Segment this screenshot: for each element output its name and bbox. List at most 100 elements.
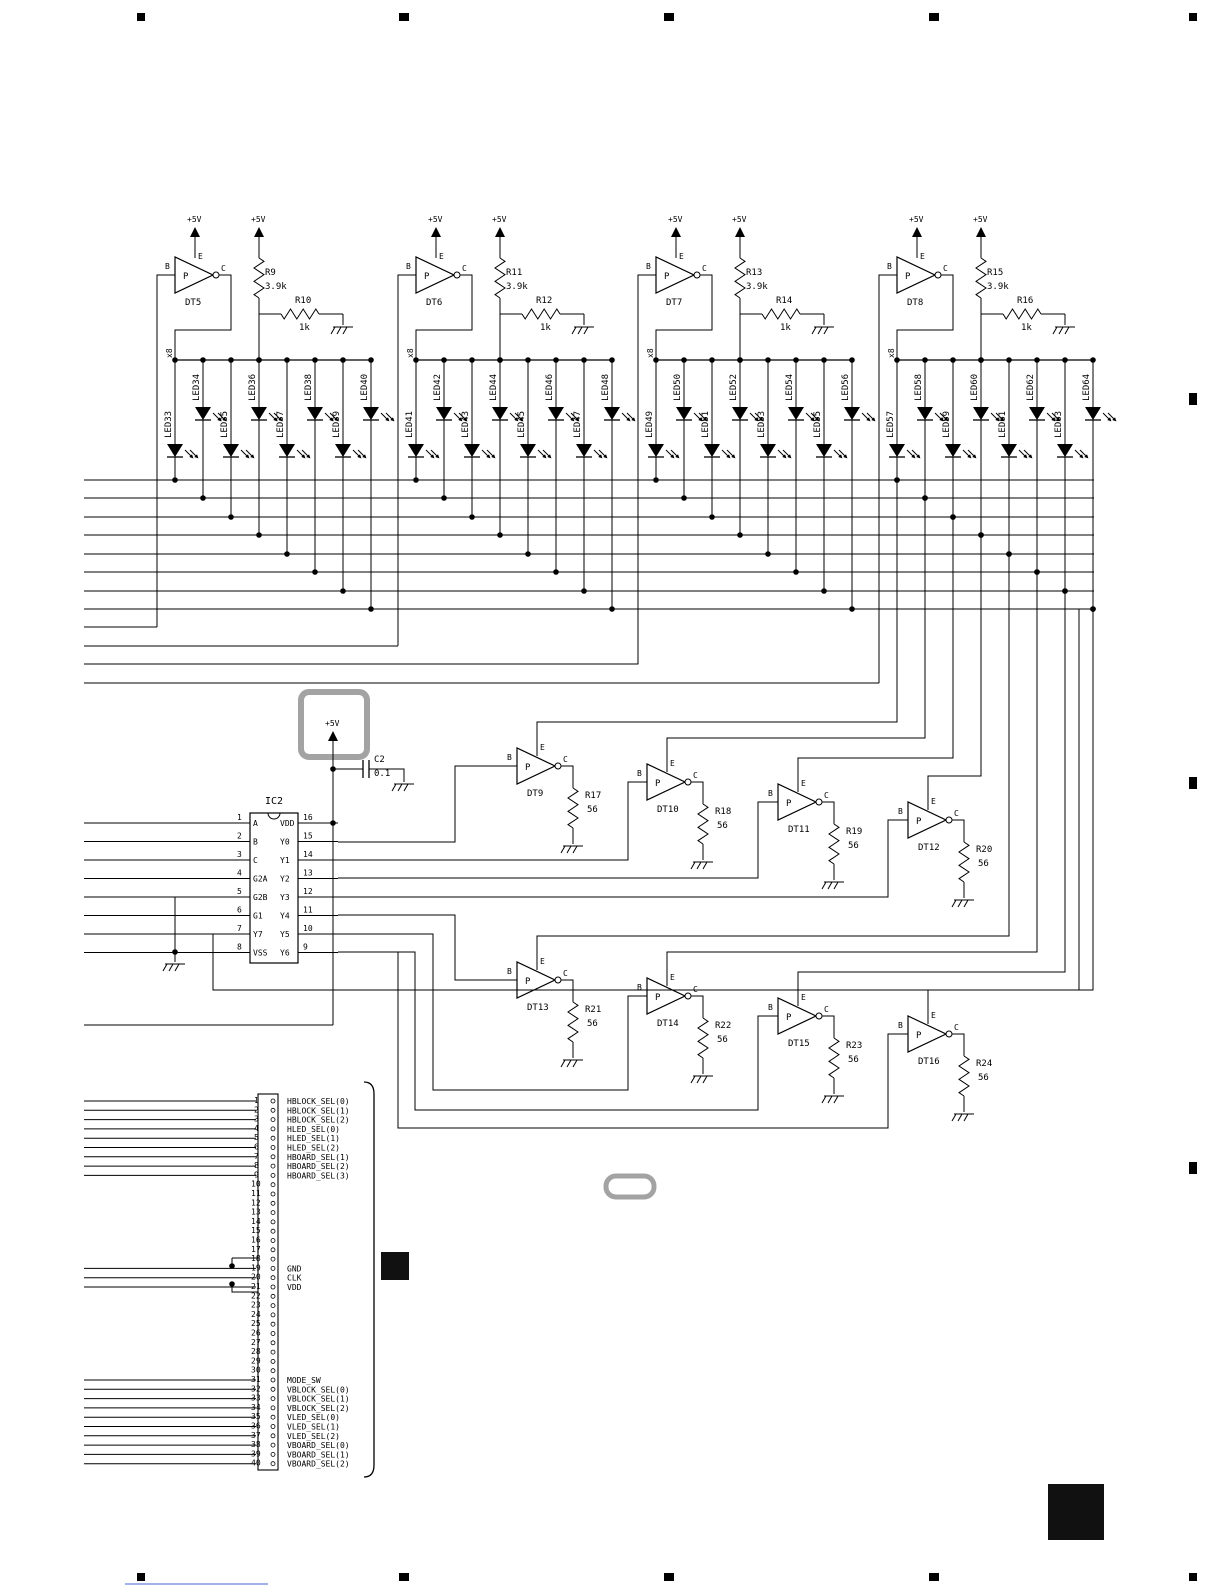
ic-pin-name: Y4	[280, 912, 290, 921]
supply-label: +5V	[187, 215, 202, 224]
transistor-name: DT12	[918, 843, 940, 853]
led: LED42	[433, 374, 468, 426]
connector-pin	[270, 1321, 276, 1327]
pin-emitter: E	[920, 252, 925, 261]
connector-pin	[270, 1107, 276, 1113]
led-label: LED35	[220, 411, 230, 438]
ic-notch	[267, 812, 281, 820]
transistor-name: DT16	[918, 1057, 940, 1067]
junction-dot	[821, 357, 827, 363]
resistor	[761, 308, 801, 320]
wire	[666, 498, 926, 772]
connector-signal-name: VLED_SEL(0)	[287, 1413, 340, 1422]
wire	[896, 274, 954, 360]
wire	[338, 781, 647, 861]
led: LED57	[886, 411, 921, 463]
wire	[691, 995, 704, 1018]
connector-pin	[270, 1405, 276, 1411]
ground-symbol	[1052, 326, 1075, 335]
resistor-value: 3.9k	[265, 282, 287, 292]
wire	[958, 841, 970, 883]
supply-label: +5V	[325, 719, 340, 728]
transistor-name: DT9	[527, 789, 543, 799]
supply-label: +5V	[428, 215, 443, 224]
ic-pin-name: Y0	[280, 838, 290, 847]
led-label: LED50	[673, 374, 683, 401]
wire	[280, 308, 320, 320]
junction-dot	[553, 569, 559, 575]
wire	[666, 572, 1038, 986]
resistor	[567, 1001, 579, 1043]
junction-dot	[1034, 569, 1040, 575]
junction-dot	[1062, 588, 1068, 594]
connector-pin	[270, 1452, 276, 1457]
led: LED50	[673, 374, 708, 426]
led: LED63	[1054, 411, 1089, 463]
resistor-name: R22	[715, 1021, 731, 1031]
pin-base: B	[646, 262, 651, 271]
wire	[822, 1015, 835, 1038]
wire	[822, 801, 835, 824]
resistor-value: 3.9k	[987, 282, 1009, 292]
led: LED60	[970, 374, 1005, 426]
connector-signal-name: VBOARD_SEL(0)	[287, 1441, 350, 1450]
connector-pin	[270, 1135, 276, 1141]
connector-pin	[270, 1414, 276, 1420]
wire	[253, 257, 265, 299]
led: LED59	[942, 411, 977, 463]
resistor-name: R24	[976, 1059, 992, 1069]
transistor-type: P	[916, 817, 922, 827]
led: LED37	[276, 411, 311, 463]
led-label: LED61	[998, 411, 1008, 438]
wire	[174, 896, 250, 952]
supply-arrow: +5V	[732, 215, 747, 237]
supply-arrow: +5V	[668, 215, 683, 237]
junction-dot	[553, 357, 559, 363]
connector-signal-name: VBOARD_SEL(2)	[287, 1460, 350, 1469]
connector-pin	[270, 1312, 276, 1318]
connector-signal-name: MODE_SW	[287, 1376, 321, 1385]
supply-arrow: +5V	[187, 215, 202, 237]
wire	[338, 933, 647, 1091]
junction-dot	[1062, 357, 1068, 363]
junction-dot	[849, 357, 855, 363]
led-label: LED43	[461, 411, 471, 438]
pin-emitter: E	[540, 743, 545, 752]
pin-base: B	[637, 769, 642, 778]
connector-pin	[270, 1117, 276, 1122]
connector-pin	[270, 1200, 276, 1206]
led: LED52	[729, 374, 764, 426]
wire	[734, 257, 746, 299]
connector-pin-number: 27	[251, 1338, 261, 1347]
resistor	[958, 1055, 970, 1097]
ic-pin-name: Y3	[280, 893, 290, 902]
pin-collector: C	[824, 1005, 829, 1014]
led: LED48	[601, 374, 636, 426]
ic-pin-number: 7	[237, 924, 242, 933]
connector: 1234567891011121314151617181920212223242…	[84, 1081, 375, 1478]
junction-dot	[284, 357, 290, 363]
junction-dot	[368, 606, 374, 612]
connector-pin	[270, 1340, 276, 1346]
ic-pin-name: VDD	[280, 819, 295, 828]
junction-dot	[978, 357, 984, 363]
pin-collector: C	[824, 791, 829, 800]
connector-bracket	[363, 1081, 375, 1478]
connector-body	[257, 1093, 279, 1471]
supply-arrow: +5V	[325, 719, 340, 741]
pin-emitter: E	[801, 993, 806, 1002]
connector-pin-number: 30	[251, 1366, 261, 1375]
connector-pin-number: 22	[251, 1291, 261, 1300]
transistor-type: P	[525, 763, 531, 773]
wire	[338, 801, 778, 879]
ic-pin-name: B	[253, 838, 258, 847]
transistor-name: DT10	[657, 805, 679, 815]
ground-symbol	[571, 326, 594, 335]
led-label: LED45	[517, 411, 527, 438]
wire	[521, 308, 561, 320]
junction-dot	[525, 357, 531, 363]
